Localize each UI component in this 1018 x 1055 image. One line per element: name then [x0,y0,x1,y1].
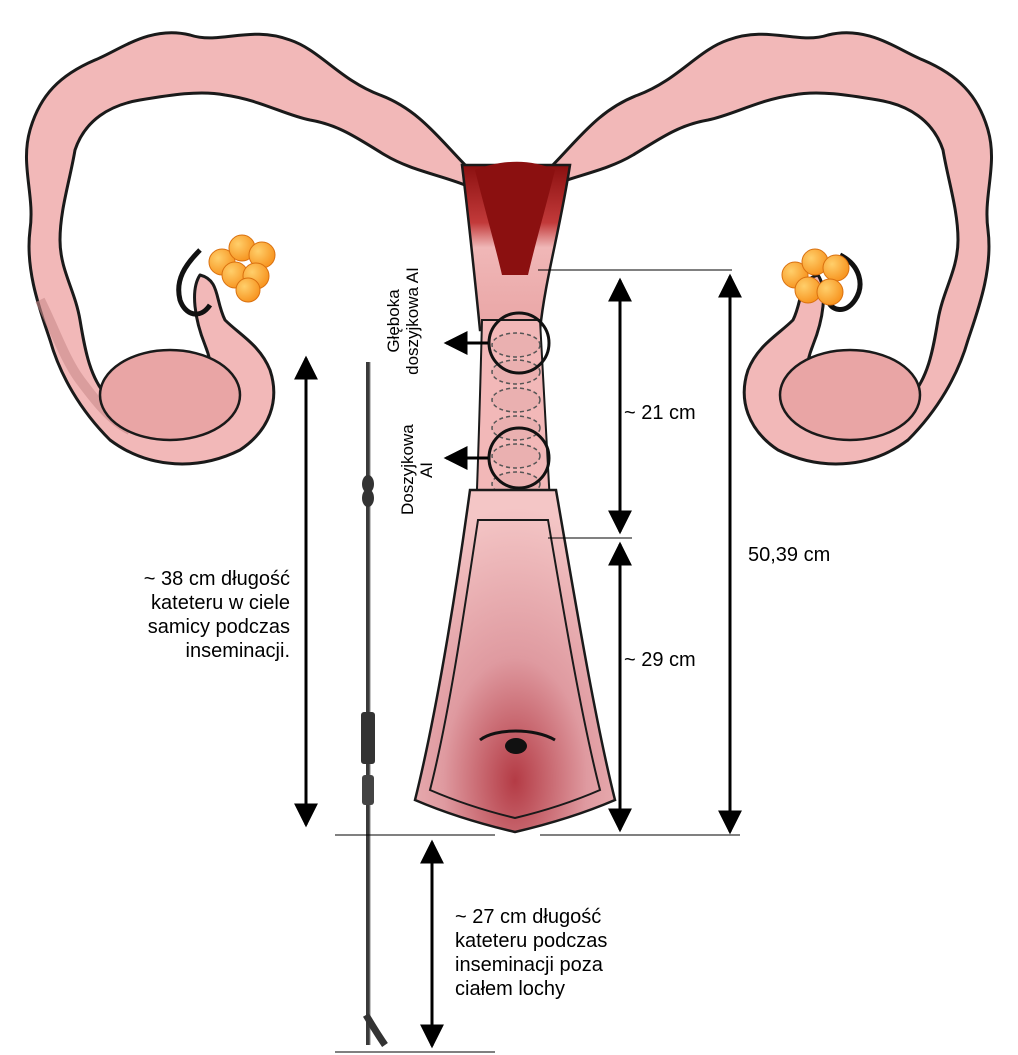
label-21cm: ~ 21 cm [624,401,696,425]
catheter [361,362,385,1045]
label-cervical-ai: Doszyjkowa AI [398,425,436,515]
label-29cm: ~ 29 cm [624,648,696,672]
label-catheter-inside: ~ 38 cm długość kateteru w ciele samicy … [70,567,290,663]
left-ovary [209,235,275,302]
right-uterine-horn [548,33,992,464]
label-catheter-outside: ~ 27 cm długość kateteru podczas insemin… [455,905,695,1001]
uterine-body [462,162,570,330]
label-deep-ai: Głęboka doszyjkowa AI [384,236,422,406]
label-total-length: 50,39 cm [748,543,830,567]
urethral-opening [505,738,527,754]
vagina [415,490,615,832]
